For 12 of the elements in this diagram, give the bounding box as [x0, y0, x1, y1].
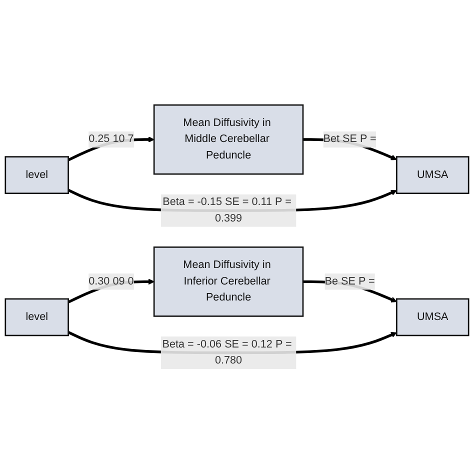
edge-label: Beta = -0.06 SE = 0.12 P = 0.780: [162, 338, 292, 366]
node-box: UMSA: [396, 298, 470, 336]
edge-label: 0.25 10 7: [88, 133, 134, 145]
edge-label: 0.30 09 0: [88, 276, 134, 288]
node-box: level: [4, 298, 69, 336]
node-box: Mean Diffusivity in Middle Cerebellar Peduncle: [153, 104, 304, 175]
node-box: Mean Diffusivity in Inferior Cerebellar Peduncle: [153, 246, 304, 317]
node-box: UMSA: [396, 156, 470, 194]
edge-label: Be SE P =: [324, 276, 375, 288]
edge-label: Beta = -0.15 SE = 0.11 P = 0.399: [162, 196, 292, 224]
node-box: level: [4, 156, 69, 194]
edge-label: Bet SE P =: [323, 133, 376, 145]
